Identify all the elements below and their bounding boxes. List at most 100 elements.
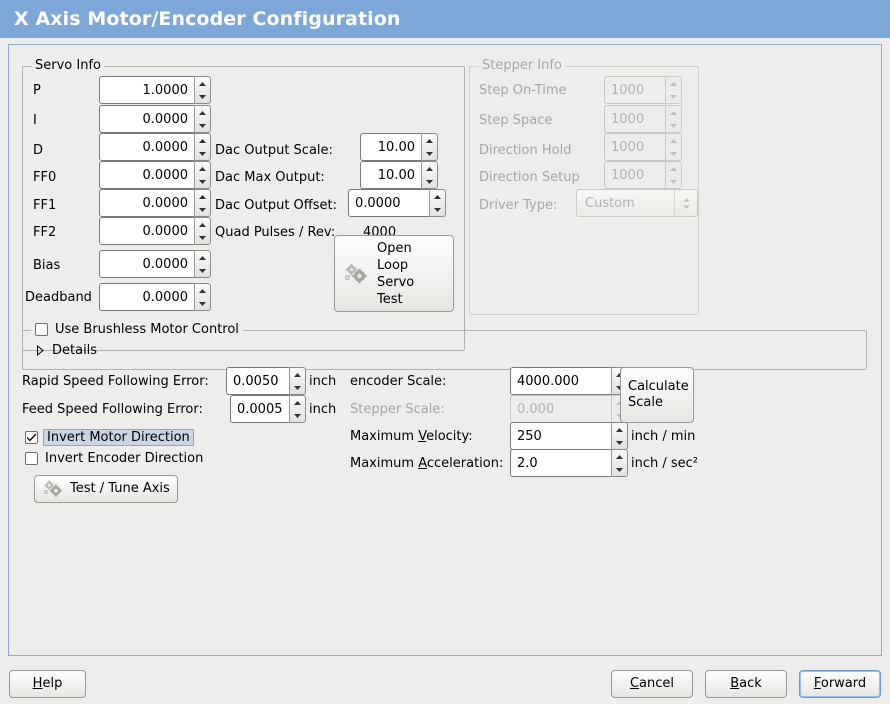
servo-value-ff2[interactable]: 0.0000 (99, 217, 194, 245)
servo-input-p[interactable]: 1.0000 (99, 76, 211, 104)
servo-value-ff1[interactable]: 0.0000 (99, 189, 194, 217)
servo-spinner-bias[interactable] (194, 250, 211, 278)
spinner-down-icon[interactable] (430, 203, 445, 216)
servo-input-ff1[interactable]: 0.0000 (99, 189, 211, 217)
dac-max-output-value[interactable]: 10.00 (360, 161, 421, 189)
forward-button[interactable]: Forward (799, 670, 881, 698)
spinner-up-icon[interactable] (195, 218, 210, 231)
spinner-down-icon[interactable] (195, 203, 210, 216)
servo-input-i[interactable]: 0.0000 (99, 105, 211, 133)
spinner-up-icon[interactable] (195, 251, 210, 264)
servo-input-ff2[interactable]: 0.0000 (99, 217, 211, 245)
feed-following-error-spinner[interactable] (289, 395, 306, 423)
servo-input-d[interactable]: 0.0000 (99, 133, 211, 161)
chevron-right-icon[interactable] (34, 345, 46, 356)
servo-spinner-ff0[interactable] (194, 161, 211, 189)
spinner-up-icon[interactable] (195, 284, 210, 297)
spinner-down-icon[interactable] (422, 147, 437, 160)
use-brushless-checkbox[interactable] (35, 323, 48, 336)
spinner-up-icon[interactable] (422, 162, 437, 175)
servo-spinner-i[interactable] (194, 105, 211, 133)
maximum-velocity-spinner[interactable] (611, 422, 628, 450)
servo-value-bias[interactable]: 0.0000 (99, 250, 194, 278)
spinner-up-icon[interactable] (195, 162, 210, 175)
dac-output-offset-input[interactable]: 0.0000 (348, 189, 446, 217)
dac-output-offset-spinner[interactable] (429, 189, 446, 217)
spinner-up-icon[interactable] (422, 134, 437, 147)
maximum-acceleration-input[interactable]: 2.0 (510, 449, 628, 477)
open-loop-servo-test-button[interactable]: Open Loop Servo Test (334, 235, 454, 312)
spinner-up-icon[interactable] (195, 106, 210, 119)
dialog-button-bar: Help Cancel Back Forward (0, 660, 890, 704)
invert-motor-direction-checkbox[interactable] (25, 431, 38, 444)
servo-value-p[interactable]: 1.0000 (99, 76, 194, 104)
spinner-up-icon[interactable] (612, 423, 627, 436)
spinner-down-icon[interactable] (195, 119, 210, 132)
spinner-down-icon[interactable] (195, 264, 210, 277)
maximum-acceleration-value[interactable]: 2.0 (510, 449, 611, 477)
dac-output-scale-spinner[interactable] (421, 133, 438, 161)
invert-encoder-direction-checkbox[interactable] (25, 452, 38, 465)
spinner-up-icon[interactable] (195, 134, 210, 147)
spinner-up-icon[interactable] (290, 396, 305, 409)
dac-output-offset-value[interactable]: 0.0000 (348, 189, 429, 217)
encoder-scale-value[interactable]: 4000.000 (510, 367, 611, 395)
help-button[interactable]: Help (9, 670, 86, 698)
spinner-down-icon[interactable] (195, 90, 210, 103)
spinner-down-icon[interactable] (195, 175, 210, 188)
servo-input-bias[interactable]: 0.0000 (99, 250, 211, 278)
servo-spinner-ff1[interactable] (194, 189, 211, 217)
spinner-up-icon (666, 134, 681, 147)
invert-motor-direction-row[interactable]: Invert Motor Direction (25, 429, 194, 446)
servo-value-ff0[interactable]: 0.0000 (99, 161, 194, 189)
servo-spinner-ff2[interactable] (194, 217, 211, 245)
spinner-down-icon[interactable] (195, 297, 210, 310)
rapid-following-error-spinner[interactable] (289, 367, 306, 395)
help-rest: elp (42, 676, 63, 691)
spinner-up-icon[interactable] (195, 190, 210, 203)
maximum-velocity-input[interactable]: 250 (510, 422, 628, 450)
cancel-button[interactable]: Cancel (611, 670, 693, 698)
servo-spinner-d[interactable] (194, 133, 211, 161)
encoder-scale-input[interactable]: 4000.000 (510, 367, 628, 395)
rapid-following-error-value[interactable]: 0.0050 (226, 367, 289, 395)
back-button[interactable]: Back (705, 670, 787, 698)
feed-following-error-value[interactable]: 0.0005 (230, 395, 289, 423)
servo-spinner-p[interactable] (194, 76, 211, 104)
servo-value-deadband[interactable]: 0.0000 (99, 283, 194, 311)
dac-max-output-spinner[interactable] (421, 161, 438, 189)
rapid-following-error-input[interactable]: 0.0050 (226, 367, 306, 395)
servo-spinner-deadband[interactable] (194, 283, 211, 311)
spinner-up-icon[interactable] (195, 77, 210, 90)
dac-max-output-input[interactable]: 10.00 (360, 161, 438, 189)
calculate-scale-button[interactable]: Calculate Scale (620, 367, 694, 423)
direction-setup-input: 1000 (604, 161, 682, 189)
details-expander[interactable]: Details (34, 343, 97, 358)
spinner-down-icon[interactable] (612, 463, 627, 476)
dac-output-scale-value[interactable]: 10.00 (360, 133, 421, 161)
calculate-scale-line-1: Calculate (628, 379, 689, 394)
servo-input-ff0[interactable]: 0.0000 (99, 161, 211, 189)
spinner-up-icon[interactable] (290, 368, 305, 381)
invert-encoder-direction-row[interactable]: Invert Encoder Direction (25, 451, 203, 466)
spinner-down-icon[interactable] (195, 147, 210, 160)
spinner-up-icon[interactable] (430, 190, 445, 203)
maximum-velocity-value[interactable]: 250 (510, 422, 611, 450)
servo-value-d[interactable]: 0.0000 (99, 133, 194, 161)
spinner-down-icon[interactable] (290, 409, 305, 422)
spinner-down-icon[interactable] (195, 231, 210, 244)
maximum-acceleration-spinner[interactable] (611, 449, 628, 477)
test-tune-axis-button[interactable]: Test / Tune Axis (34, 475, 178, 503)
spinner-up-icon[interactable] (612, 450, 627, 463)
feed-following-error-label: Feed Speed Following Error: (22, 402, 203, 417)
servo-value-i[interactable]: 0.0000 (99, 105, 194, 133)
stepper-scale-input: 0.000 (510, 395, 628, 423)
spinner-down-icon[interactable] (612, 436, 627, 449)
spinner-down-icon[interactable] (422, 175, 437, 188)
spinner-down-icon[interactable] (290, 381, 305, 394)
feed-following-error-input[interactable]: 0.0005 (230, 395, 306, 423)
use-brushless-motor-control-row[interactable]: Use Brushless Motor Control (31, 322, 243, 337)
stepper-scale-label: Stepper Scale: (350, 402, 445, 417)
servo-input-deadband[interactable]: 0.0000 (99, 283, 211, 311)
dac-output-scale-input[interactable]: 10.00 (360, 133, 438, 161)
